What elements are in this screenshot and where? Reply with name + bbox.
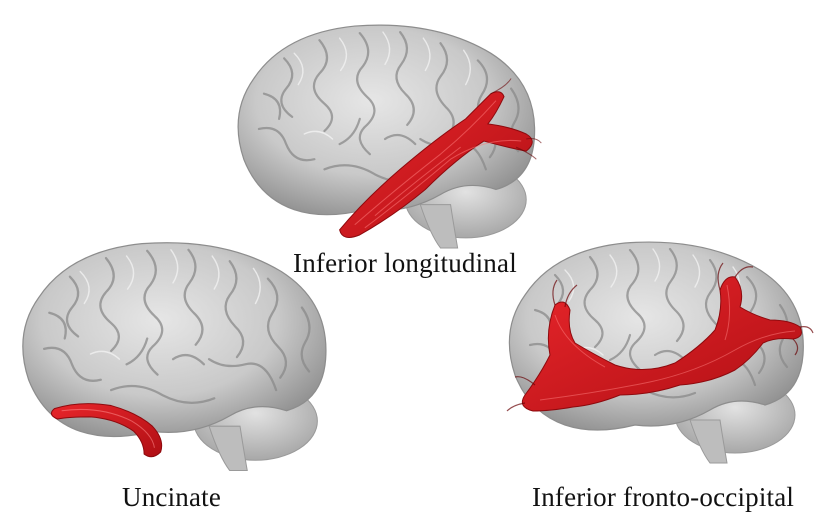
- brain-render-inferior-fronto-occipital: [495, 225, 815, 475]
- caption-inferior-fronto-occipital: Inferior fronto-occipital: [532, 484, 794, 511]
- brain-panel-inferior-longitudinal: [220, 18, 550, 250]
- brain-render-uncinate: [8, 230, 338, 478]
- caption-uncinate: Uncinate: [122, 484, 221, 511]
- brain-render-inferior-longitudinal: [220, 18, 550, 250]
- brain-panel-uncinate: [8, 230, 338, 478]
- caption-inferior-longitudinal: Inferior longitudinal: [293, 250, 517, 277]
- brain-panel-inferior-fronto-occipital: [495, 225, 815, 475]
